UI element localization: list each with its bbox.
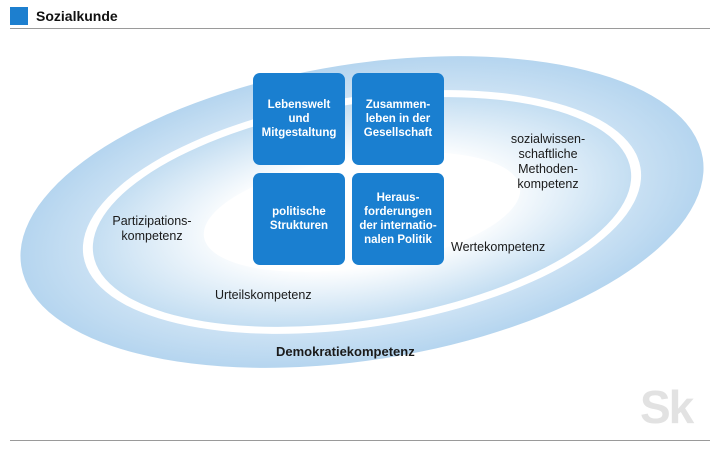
- header-divider: [10, 28, 710, 29]
- footer-divider: [10, 440, 710, 441]
- header-square-icon: [10, 7, 28, 25]
- sk-logo: Sk: [640, 381, 694, 433]
- label-urteilskompetenz: Urteilskompetenz: [215, 288, 312, 302]
- box-herausforderungen: Heraus- forderungen der internatio- nale…: [352, 173, 444, 265]
- page-title: Sozialkunde: [36, 8, 118, 24]
- box-lebenswelt: Lebenswelt und Mitgestaltung: [253, 73, 345, 165]
- label-wertekompetenz: Wertekompetenz: [451, 240, 546, 254]
- label-demokratiekompetenz: Demokratiekompetenz: [276, 344, 415, 359]
- box-zusammenleben: Zusammen- leben in der Gesellschaft: [352, 73, 444, 165]
- label-partizipationskompetenz: Partizipations- kompetenz: [112, 214, 192, 243]
- label-methodenkompetenz: sozialwissen- schaftliche Methoden- komp…: [510, 132, 586, 191]
- box-politische-strukturen: politische Strukturen: [253, 173, 345, 265]
- page-header: Sozialkunde: [10, 6, 710, 29]
